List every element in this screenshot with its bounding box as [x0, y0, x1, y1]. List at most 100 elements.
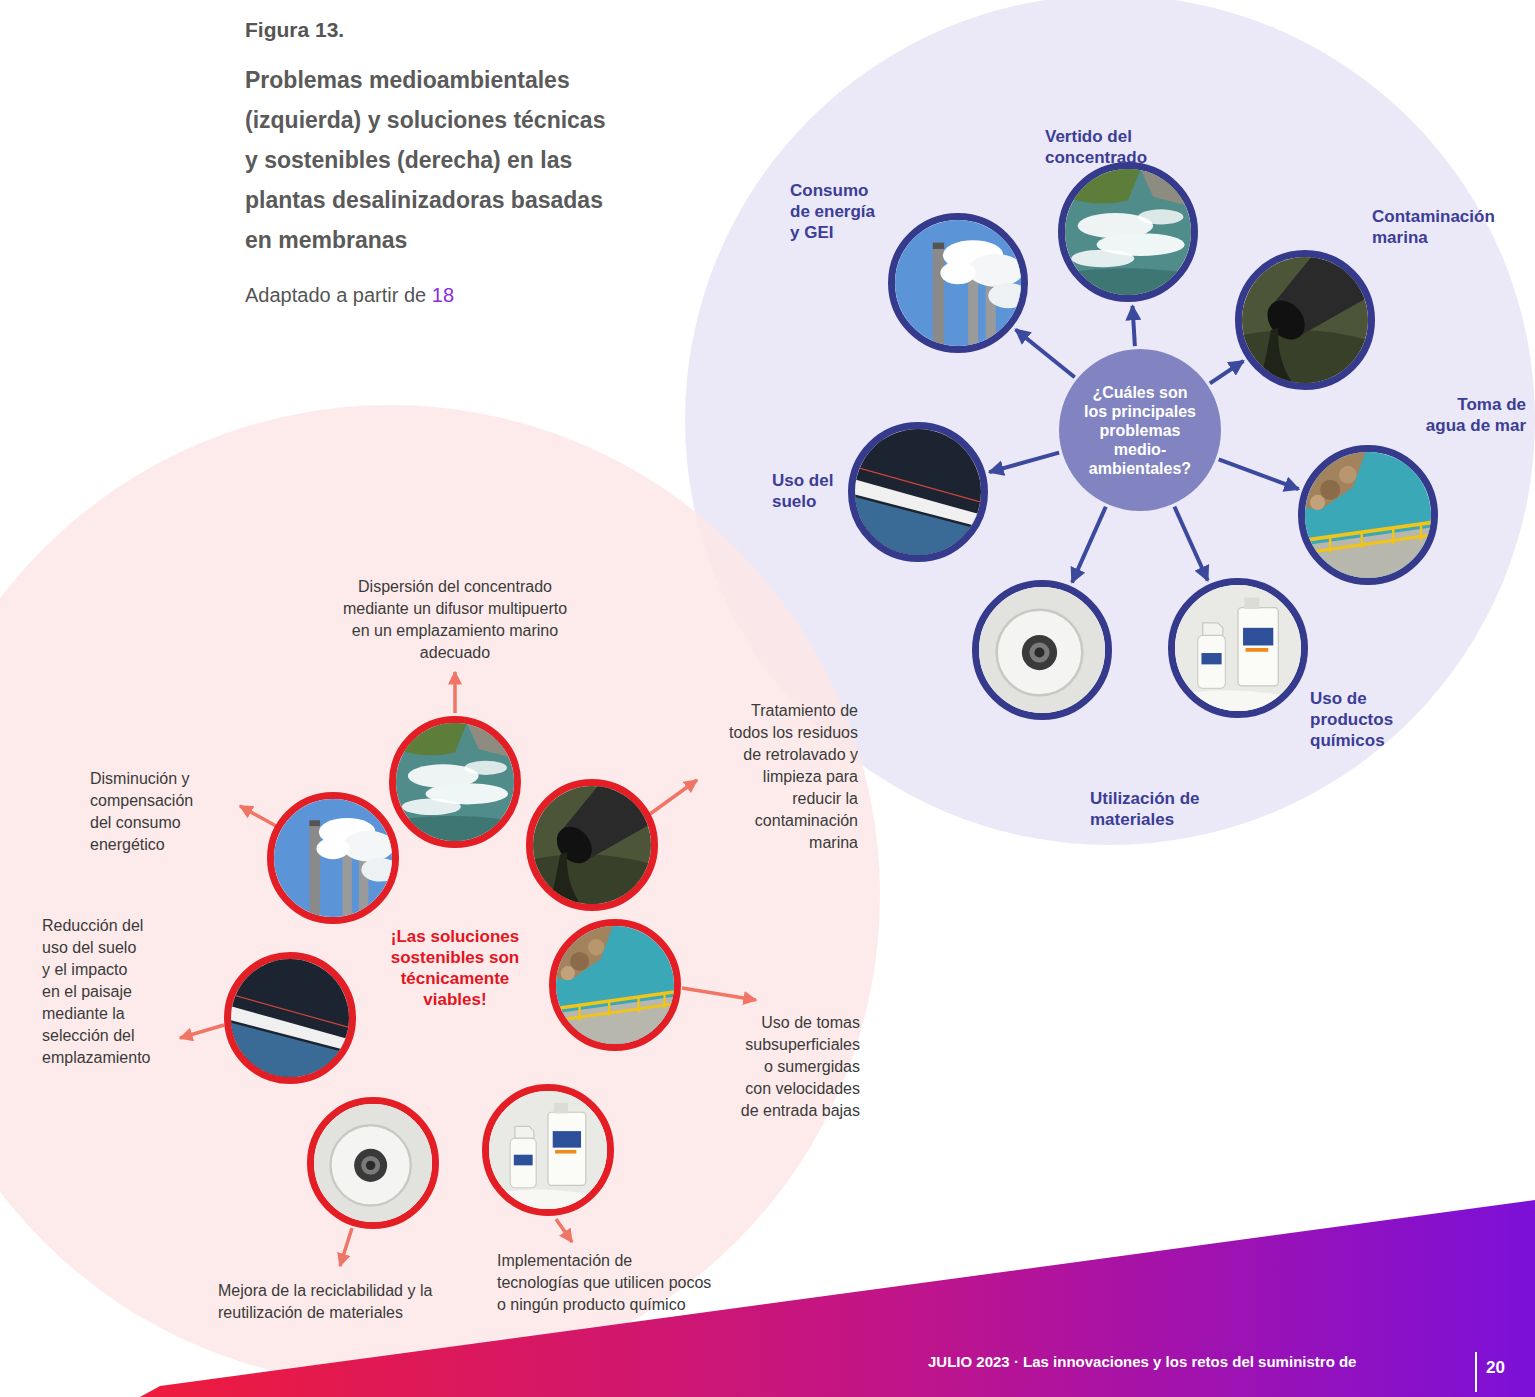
connector-arrow [1210, 361, 1244, 383]
photo-circle: Reducción del uso del suelo y el impacto… [224, 952, 356, 1084]
problem-label: Vertido del concentrado [1045, 126, 1165, 168]
connector-arrow [1072, 507, 1106, 583]
photo-image [979, 587, 1105, 713]
photo-image [489, 1091, 607, 1209]
photo-circle: Toma de agua de mar [1298, 445, 1438, 585]
leader-arrow [556, 1219, 572, 1242]
footer-text: JULIO 2023 · Las innovaciones y los reto… [928, 1353, 1356, 1370]
photo-illustration [979, 587, 1105, 713]
photo-circle: Utilización de materiales [972, 580, 1112, 720]
solution-text: Dispersión del concentrado mediante un d… [339, 576, 571, 664]
photo-circle: Disminución y compensación del consumo e… [267, 792, 399, 924]
connector-arrow [1174, 507, 1207, 581]
label-block: Dispersión del concentrado mediante un d… [339, 576, 571, 664]
solution-text: Reducción del uso del suelo y el impacto… [42, 915, 148, 1069]
problem-label: Utilización de materiales [1090, 788, 1235, 830]
label-block: Toma de agua de mar [1414, 394, 1526, 436]
photo-illustration [855, 429, 981, 555]
label-block: Vertido del concentrado [1045, 126, 1165, 168]
photo-circle: Consumo de energía y GEI [888, 213, 1028, 353]
problem-label: Uso de productos químicos [1310, 688, 1406, 751]
problem-label: Consumo de energía y GEI [790, 180, 886, 243]
leader-arrow [240, 806, 276, 826]
photo-illustration [274, 799, 392, 917]
photo-circle: Vertido del concentrado [1058, 162, 1198, 302]
solutions-region [0, 405, 880, 1385]
photo-illustration [396, 723, 514, 841]
connector-arrow [1133, 306, 1135, 346]
connector-arrow [1219, 459, 1299, 489]
source-note: Adaptado a partir de 18 [245, 284, 454, 307]
photo-illustration [895, 220, 1021, 346]
photo-illustration [231, 959, 349, 1077]
photo-image [1065, 169, 1191, 295]
solution-text: Uso de tomas subsuperficiales o sumergid… [735, 1012, 860, 1122]
photo-image [556, 926, 674, 1044]
question-circle: ¿Cuáles son los principales problemas me… [1059, 349, 1221, 511]
label-block: Contaminación marina [1372, 206, 1512, 248]
label-block: Uso de productos químicos [1310, 688, 1406, 751]
photo-circle: Contaminación marina [1235, 250, 1375, 390]
photo-image [895, 220, 1021, 346]
figure-caption: Problemas medioambientales (izquierda) y… [245, 60, 615, 260]
photo-circle: Uso del suelo [848, 422, 988, 562]
photo-illustration [1242, 257, 1368, 383]
photo-image [314, 1104, 432, 1222]
node-text: ¿Cuáles son los principales problemas me… [1082, 383, 1198, 478]
leader-arrow [650, 780, 697, 814]
photo-illustration [314, 1104, 432, 1222]
solution-text: Tratamiento de todos los residuos de ret… [723, 700, 858, 854]
photo-illustration [533, 786, 651, 904]
page-number: 20 [1486, 1358, 1505, 1378]
leader-arrow [453, 672, 457, 713]
connector-arrow [1016, 330, 1075, 378]
label-block: Utilización de materiales [1090, 788, 1235, 830]
photo-image [1175, 585, 1301, 711]
problem-label: Uso del suelo [772, 470, 844, 512]
leader-arrow [682, 988, 756, 1000]
source-text: Adaptado a partir de [245, 284, 426, 306]
page-divider [1475, 1352, 1477, 1392]
label-block: Mejora de la reciclabilidad y la reutili… [218, 1280, 448, 1324]
footer-band [140, 1200, 1535, 1397]
label-block: Reducción del uso del suelo y el impacto… [42, 915, 148, 1069]
figure-title: Figura 13. [245, 18, 344, 42]
text-stack: ¡Las soluciones sostenibles son técnicam… [387, 926, 523, 1010]
label-block: Tratamiento de todos los residuos de ret… [723, 700, 858, 854]
label-block: Implementación de tecnologías que utilic… [497, 1250, 712, 1316]
photo-image [396, 723, 514, 841]
leader-arrow [340, 1228, 352, 1266]
problem-label: Contaminación marina [1372, 206, 1512, 248]
photo-circle: Tratamiento de todos los residuos de ret… [526, 779, 658, 911]
photo-circle: Dispersión del concentrado mediante un d… [389, 716, 521, 848]
problem-label: Toma de agua de mar [1414, 394, 1526, 436]
photo-illustration [556, 926, 674, 1044]
photo-image [274, 799, 392, 917]
node-text: ¡Las soluciones sostenibles son técnicam… [387, 926, 523, 1010]
photo-illustration [489, 1091, 607, 1209]
photo-circle: Uso de productos químicos [1168, 578, 1308, 718]
photo-image [1305, 452, 1431, 578]
label-block: Disminución y compensación del consumo e… [90, 768, 215, 856]
photo-image [855, 429, 981, 555]
solution-text: Disminución y compensación del consumo e… [90, 768, 215, 856]
solutions-heading: ¡Las soluciones sostenibles son técnicam… [383, 922, 527, 1014]
label-block: Uso del suelo [772, 470, 844, 512]
leader-arrow [180, 1025, 224, 1038]
photo-image [1242, 257, 1368, 383]
connector-arrow [989, 453, 1059, 473]
photo-illustration [1175, 585, 1301, 711]
reference-number: 18 [432, 284, 454, 306]
label-block: Uso de tomas subsuperficiales o sumergid… [735, 1012, 860, 1122]
photo-circle: Uso de tomas subsuperficiales o sumergid… [549, 919, 681, 1051]
label-block: Consumo de energía y GEI [790, 180, 886, 243]
solution-text: Implementación de tecnologías que utilic… [497, 1250, 712, 1316]
photo-illustration [1305, 452, 1431, 578]
photo-illustration [1065, 169, 1191, 295]
photo-image [231, 959, 349, 1077]
text-stack: ¿Cuáles son los principales problemas me… [1082, 383, 1198, 478]
solution-text: Mejora de la reciclabilidad y la reutili… [218, 1280, 448, 1324]
